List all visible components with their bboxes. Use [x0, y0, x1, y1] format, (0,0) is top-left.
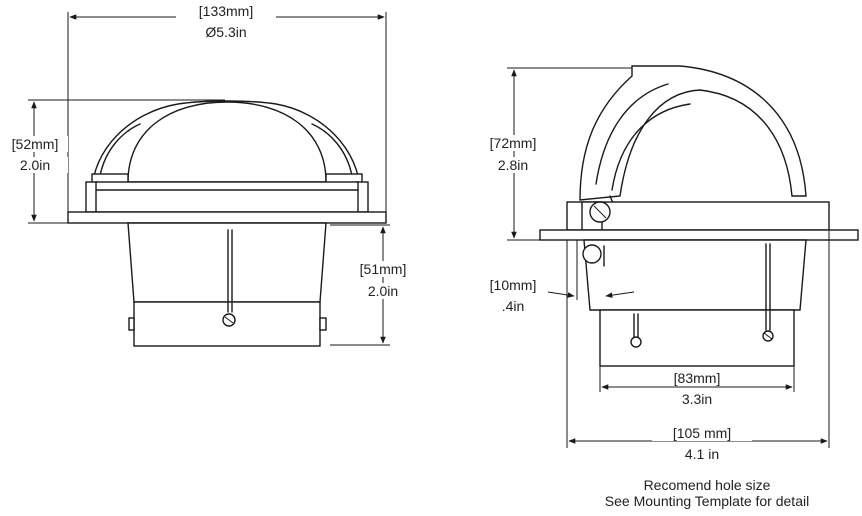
width-mm-label: 133mm — [176, 3, 276, 19]
side-height-mm-label: 72mm — [478, 135, 548, 151]
note-line-1: Recomend hole size — [643, 477, 771, 493]
body-upper — [127, 222, 327, 303]
inner-in-label: 3.3in — [681, 391, 713, 407]
side-mounting-flange — [539, 229, 859, 241]
hole-mm-label: 105 mm — [652, 425, 752, 441]
flange-mm-label: 10mm — [478, 277, 548, 293]
flange-in-label: .4in — [501, 298, 525, 314]
hood-side — [579, 65, 807, 201]
width-in-label: Ø5.3in — [176, 24, 276, 40]
inner-mm-label: 83mm — [657, 370, 737, 386]
height-above-mm-label: 52mm — [2, 136, 68, 152]
height-above-in-label: 2.0in — [2, 157, 68, 173]
side-view — [507, 65, 859, 448]
front-view — [28, 12, 390, 347]
hole-in-label: 4.1 in — [684, 446, 720, 462]
depth-below-in-label: 2.0in — [348, 283, 418, 299]
note-line-2: See Mounting Template for detail — [604, 493, 810, 509]
side-body-upper — [583, 239, 807, 311]
compass-dome — [127, 101, 327, 183]
side-height-in-label: 2.8in — [478, 157, 548, 173]
mounting-flange — [67, 211, 387, 224]
depth-below-mm-label: 51mm — [348, 261, 418, 277]
